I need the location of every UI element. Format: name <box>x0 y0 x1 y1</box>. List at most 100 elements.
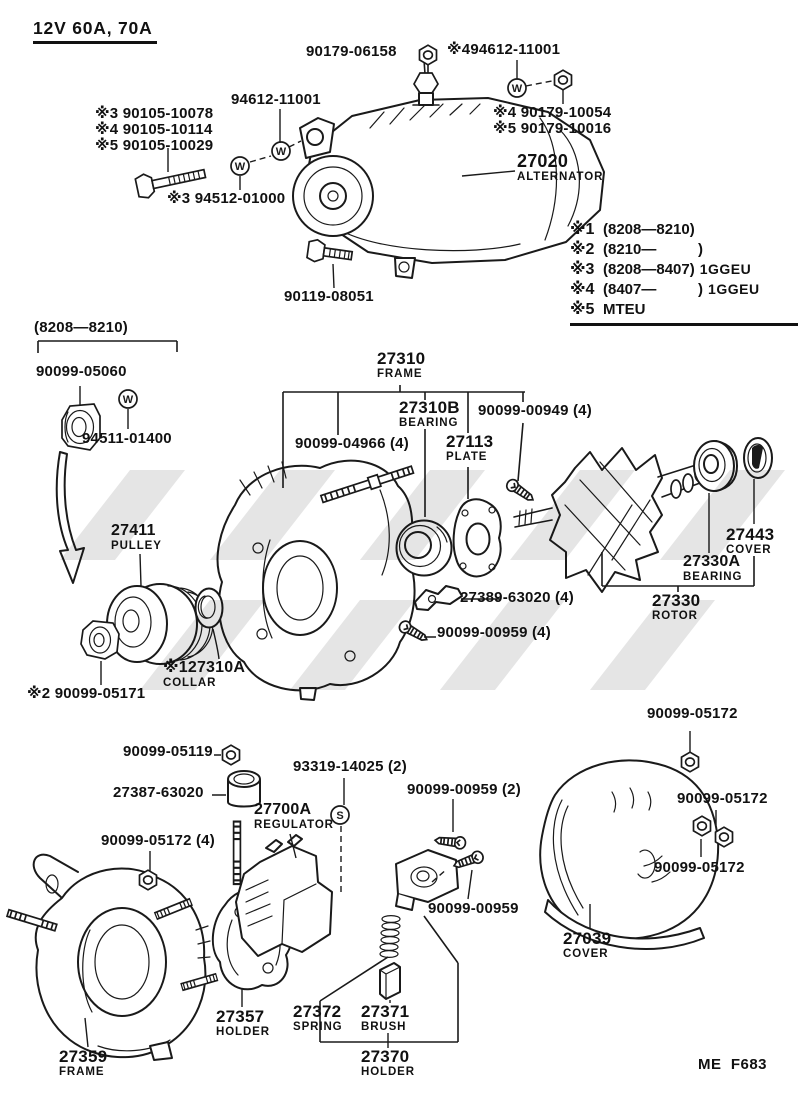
cylinder-27387-drawing <box>227 770 261 808</box>
legend-marker: ※3 <box>570 261 595 278</box>
part-number: 27359 <box>59 1047 108 1066</box>
legend-marker: ※5 <box>570 301 595 318</box>
part-number: 27310B <box>399 398 460 417</box>
part-number: 27370 <box>361 1047 410 1066</box>
brush-27371-drawing <box>379 962 401 1000</box>
part-name: FRAME <box>59 1066 105 1079</box>
svg-text:W: W <box>235 161 246 173</box>
legend-row-1: ※1 (8208—8210) <box>570 219 798 239</box>
spring-27372-drawing <box>379 914 401 958</box>
capnut-90099-05060-drawing <box>61 403 101 451</box>
legend-engine: 1GGEU <box>708 281 760 297</box>
legend-row-4: ※4(8407— )1GGEU <box>570 279 798 299</box>
terminal-27389-drawing <box>414 585 463 611</box>
part-name: BEARING <box>683 570 743 583</box>
part-number: 90099-04966 (4) <box>295 435 409 452</box>
part-number: ※5 90105-10029 <box>95 137 214 154</box>
part-name: BEARING <box>399 417 459 430</box>
part-number: 94511-01400 <box>82 430 172 447</box>
legend-engine: 1GGEU <box>699 261 752 277</box>
part-label-94512-01000: ※3 94512-01000 <box>167 191 285 207</box>
part-label-90179-06158: 90179-06158 <box>306 44 397 60</box>
screw-symbol: S <box>330 805 350 825</box>
legend-row-3: ※3 (8208—8407)1GGEU <box>570 259 798 279</box>
part-label-90099-00959-s: 90099-00959 <box>428 901 519 917</box>
plate-27113-drawing <box>452 498 502 578</box>
bolt-90105-drawing <box>134 168 207 199</box>
page-title: 12V 60A, 70A <box>33 18 157 44</box>
part-number: ※4 90105-10114 <box>95 121 213 138</box>
part-label-90099-05172-b: 90099-05172 <box>677 791 768 807</box>
page-code: ME F683 <box>698 1056 768 1073</box>
part-number: 94612-11001 <box>231 91 321 108</box>
legend-marker: ※2 <box>570 241 595 258</box>
legend-marker: ※1 <box>570 221 595 238</box>
part-label-90099-00959-4: 90099-00959 (4) <box>437 625 551 641</box>
part-label-94612-11001-b: 94612-11001 <box>231 92 321 108</box>
legend-range: (8210— ) <box>603 241 704 258</box>
washer-symbols: W W W W <box>118 78 527 409</box>
svg-text:W: W <box>276 146 287 158</box>
part-label-90099-05172-4: 90099-05172 (4) <box>101 833 215 849</box>
part-label-90099-05172-c: 90099-05172 <box>654 860 745 876</box>
part-label-90119-08051: 90119-08051 <box>284 289 374 305</box>
part-number: 90119-08051 <box>284 288 374 305</box>
part-label-90179-10016: ※5 90179-10016 <box>493 121 611 137</box>
part-name: BRUSH <box>361 1021 407 1034</box>
part-number: 27387-63020 <box>113 784 204 801</box>
part-number: ※3 90105-10078 <box>95 105 214 122</box>
part-label-90099-05060: 90099-05060 <box>36 364 127 380</box>
part-number: 27039 <box>563 929 612 948</box>
part-name: COVER <box>563 948 609 961</box>
part-label-90179-10054: ※4 90179-10054 <box>493 105 611 121</box>
legend-range: (8208—8210) <box>603 221 695 238</box>
part-number: 27330A <box>683 553 741 570</box>
part-name: ROTOR <box>652 610 698 623</box>
holder-part-drawing <box>395 849 459 911</box>
legend-marker: ※4 <box>570 281 595 298</box>
part-name: HOLDER <box>361 1066 415 1079</box>
cover-27039-drawing <box>539 759 720 951</box>
part-number: 27443 <box>726 525 775 544</box>
part-name: HOLDER <box>216 1026 270 1039</box>
part-label-90105-10078: ※3 90105-10078 <box>95 106 213 122</box>
part-name: PULLEY <box>111 539 162 552</box>
part-label-90105-10029: ※5 90105-10029 <box>95 138 213 154</box>
nut-90099-05171-drawing <box>80 620 120 660</box>
part-number: 27371 <box>361 1002 410 1021</box>
part-number: ※494612-11001 <box>447 41 561 58</box>
svg-text:W: W <box>512 83 523 95</box>
part-label-27387-63020: 27387-63020 <box>113 785 204 801</box>
legend-row-2: ※2 (8210— ) <box>570 239 798 259</box>
part-number: 27700A <box>254 801 312 818</box>
part-number: 90099-05172 (4) <box>101 832 215 849</box>
part-number: 90099-05172 <box>647 705 738 722</box>
part-number: 90099-00959 <box>428 900 519 917</box>
part-number: 27113 <box>446 432 494 451</box>
legend-range: (8208—8407) <box>603 261 695 278</box>
part-number: 27310 <box>377 349 426 368</box>
part-number: 93319-14025 (2) <box>293 758 407 775</box>
legend-box: ※1(8208—8210)※2(8210— )※3(8208—8407)1GGE… <box>570 219 798 326</box>
part-number: ※3 94512-01000 <box>167 190 286 207</box>
part-number: 90179-06158 <box>306 43 397 60</box>
part-number: ※5 90179-10016 <box>493 120 612 137</box>
part-label-90105-10114: ※4 90105-10114 <box>95 122 212 138</box>
part-name: FRAME <box>377 368 423 381</box>
part-number: 27020 <box>517 151 569 171</box>
part-label-90099-05172-a: 90099-05172 <box>647 706 738 722</box>
part-number: ※2 90099-05171 <box>27 685 146 702</box>
legend-rule <box>570 323 798 326</box>
part-label-90099-05171: ※2 90099-05171 <box>27 686 145 702</box>
